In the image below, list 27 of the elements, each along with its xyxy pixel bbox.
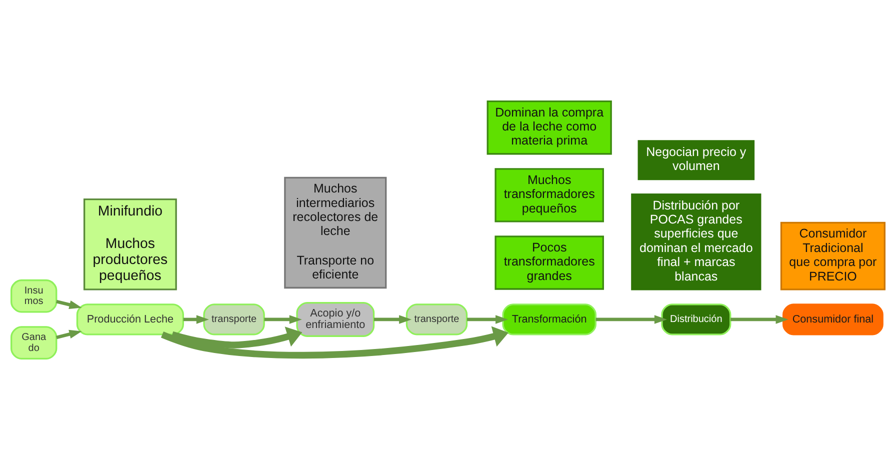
node-box: Consumidor Tradicional que compra por PRECIO	[780, 221, 886, 290]
node-box: Distribución	[661, 303, 732, 335]
arrow	[596, 314, 667, 324]
node-box: Distribución por POCAS grandes superficies que dominan el mercado final + marcas blancas	[631, 193, 762, 290]
node-box: Muchos intermediarios recolectores de leche Transporte no eficiente	[284, 176, 387, 288]
node-box: Transformación	[502, 303, 596, 335]
node-box: Minifundio Muchos productores pequeños	[83, 198, 177, 290]
arrow	[374, 314, 412, 324]
node-box: Acopio y/o enfriamiento	[296, 301, 375, 336]
node-box: Negocian precio y volumen	[638, 140, 755, 180]
arrow	[56, 299, 82, 308]
node-box: Insu mos	[10, 278, 58, 312]
node-box: Pocos transformadores grandes	[494, 235, 604, 290]
arrow	[730, 314, 788, 324]
arrow	[160, 326, 508, 358]
arrow	[467, 314, 508, 324]
node-box: Muchos transformadores pequeños	[494, 168, 604, 222]
node-box: transporte	[406, 303, 468, 335]
node-box: transporte	[203, 303, 265, 335]
node-box: Dominan la compra de la leche como materia prima	[486, 100, 612, 154]
arrow	[183, 314, 209, 324]
arrow	[56, 329, 82, 339]
node-box: Producción Leche	[76, 303, 184, 335]
node-box: Consumidor final	[782, 303, 884, 335]
arrow	[171, 326, 302, 348]
node-box: Gana do	[10, 326, 58, 359]
arrow	[264, 314, 302, 324]
